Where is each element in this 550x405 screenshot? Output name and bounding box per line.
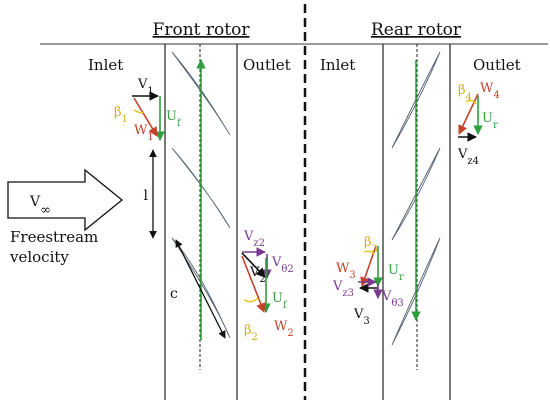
front-blade-1 <box>171 51 231 136</box>
rear-blade-1 <box>391 51 441 149</box>
rear-rotor-blades <box>391 51 441 346</box>
W4-vector <box>458 93 479 135</box>
pitch-label: l <box>144 188 149 204</box>
Uf-outlet-label: Uf <box>272 291 288 311</box>
Ur-inlet-label: Ur <box>388 263 404 283</box>
front-blade-2 <box>171 147 231 229</box>
Vtheta2-label: Vθ2 <box>271 255 294 275</box>
rear-inlet-triangle <box>358 245 383 299</box>
V3-label: V3 <box>353 307 370 327</box>
beta2-label: β2 <box>244 323 258 343</box>
beta1-label: β1 <box>114 105 128 125</box>
beta4-arc <box>465 99 477 105</box>
rear-inlet-heading: Inlet <box>320 56 355 74</box>
W3-label: W3 <box>336 261 356 281</box>
freestream-label-line2: velocity <box>9 248 69 266</box>
V2-label: V2 <box>249 265 266 285</box>
beta1-arc <box>133 109 145 114</box>
W4-label: W4 <box>480 81 500 101</box>
Vtheta3-label: Vθ3 <box>381 289 404 309</box>
front-inlet-triangle <box>132 91 165 141</box>
beta4-label: β4 <box>458 83 472 103</box>
V1-label: V1 <box>137 77 154 97</box>
front-rotor-title: Front rotor <box>153 20 251 40</box>
Ur-outlet-label: Ur <box>482 111 498 131</box>
front-inlet-heading: Inlet <box>88 56 123 74</box>
chord-label: c <box>170 286 178 302</box>
beta3-label: β3 <box>364 235 378 255</box>
W2-vector <box>241 255 266 313</box>
W2-label: W2 <box>274 319 294 339</box>
rear-outlet-heading: Outlet <box>473 56 521 74</box>
Vz3-label: Vz3 <box>332 279 354 299</box>
chord-dimension-arrow <box>175 239 226 339</box>
Vz4-label: Vz4 <box>457 147 479 167</box>
rear-blade-3 <box>391 237 441 346</box>
W1-vector <box>133 97 158 137</box>
freestream-label-line1: Freestream <box>10 228 98 246</box>
W3-vector <box>360 245 377 287</box>
front-outlet-triangle <box>241 247 272 313</box>
freestream-arrow <box>7 168 124 232</box>
W1-label: W1 <box>134 123 154 143</box>
Vz2-label: Vz2 <box>243 229 265 249</box>
V2-vector <box>241 252 266 278</box>
beta3-arc <box>363 250 375 255</box>
beta2-arc <box>243 297 259 303</box>
front-outlet-heading: Outlet <box>243 56 291 74</box>
rear-rotor-title: Rear rotor <box>371 20 462 40</box>
rear-outlet-triangle <box>458 93 483 142</box>
rear-blade-2 <box>391 147 441 241</box>
Uf-inlet-label: Uf <box>166 109 182 129</box>
